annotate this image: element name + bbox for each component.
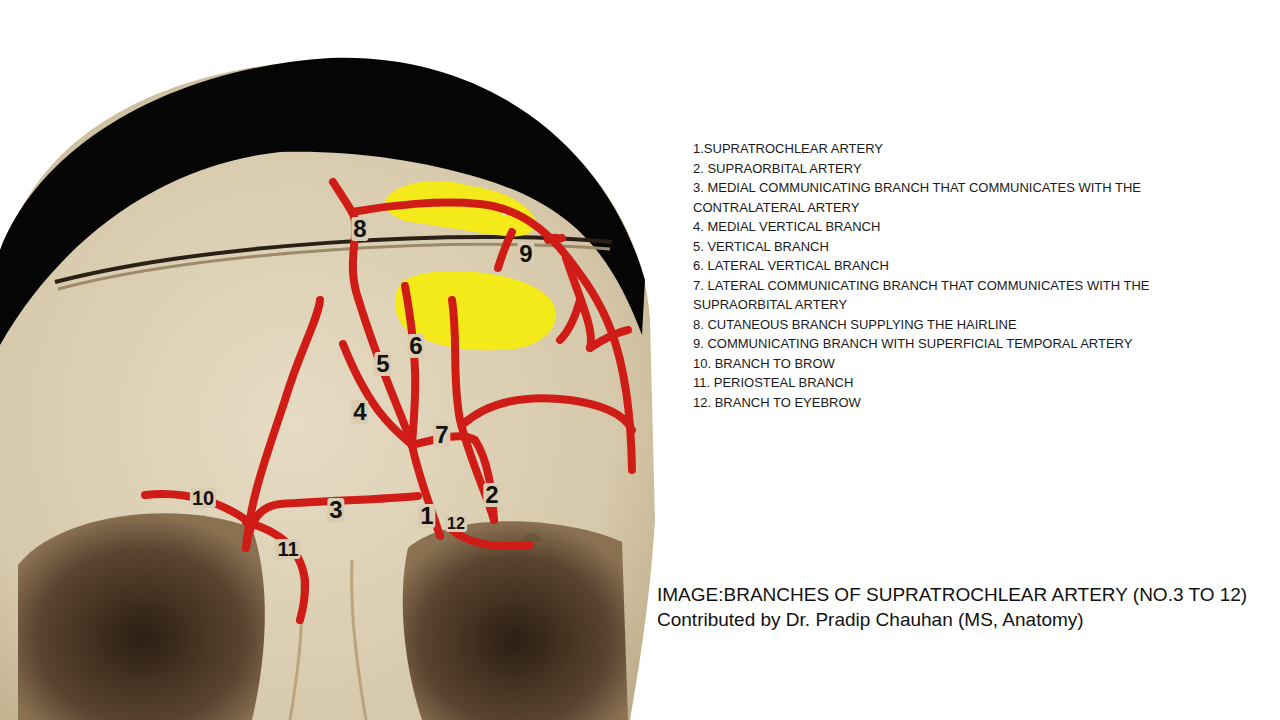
key-entry: 11. PERIOSTEAL BRANCH — [693, 373, 1171, 393]
key-list: 1.SUPRATROCHLEAR ARTERY2. SUPRAORBITAL A… — [693, 139, 1171, 412]
callout-number: 1 — [418, 504, 435, 528]
callout-number: 2 — [483, 483, 500, 507]
artery-branches — [145, 182, 632, 620]
key-entry: 1.SUPRATROCHLEAR ARTERY — [693, 139, 1171, 159]
callout-number: 12 — [445, 516, 467, 532]
left-orbit — [18, 513, 265, 720]
calvarial-cut — [55, 237, 612, 282]
callout-number: 9 — [517, 242, 534, 266]
callout-number: 11 — [275, 539, 300, 559]
key-entry: 5. VERTICAL BRANCH — [693, 237, 1171, 257]
credit-line: Contributed by Dr. Pradip Chauhan (MS, A… — [657, 609, 1084, 632]
supraorbital-notch — [520, 533, 542, 542]
callout-number: 6 — [407, 334, 424, 358]
key-entry: 3. MEDIAL COMMUNICATING BRANCH THAT COMM… — [693, 178, 1171, 217]
callout-number: 5 — [374, 352, 391, 376]
callout-number: 7 — [433, 423, 450, 447]
key-entry: 6. LATERAL VERTICAL BRANCH — [693, 256, 1171, 276]
key-entry: 9. COMMUNICATING BRANCH WITH SUPERFICIAL… — [693, 334, 1171, 354]
key-entry: 4. MEDIAL VERTICAL BRANCH — [693, 217, 1171, 237]
key-entry: 10. BRANCH TO BROW — [693, 354, 1171, 374]
callout-number: 10 — [190, 488, 216, 508]
callout-number: 3 — [327, 498, 344, 522]
callout-number: 4 — [351, 400, 368, 424]
key-entry: 2. SUPRAORBITAL ARTERY — [693, 159, 1171, 179]
key-entry: 8. CUTANEOUS BRANCH SUPPLYING THE HAIRLI… — [693, 315, 1171, 335]
key-entry: 7. LATERAL COMMUNICATING BRANCH THAT COM… — [693, 276, 1171, 315]
key-entry: 12. BRANCH TO EYEBROW — [693, 393, 1171, 413]
right-orbit — [403, 521, 628, 720]
callout-number: 8 — [351, 217, 368, 241]
figure-caption: IMAGE:BRANCHES OF SUPRATROCHLEAR ARTERY … — [657, 584, 1247, 607]
